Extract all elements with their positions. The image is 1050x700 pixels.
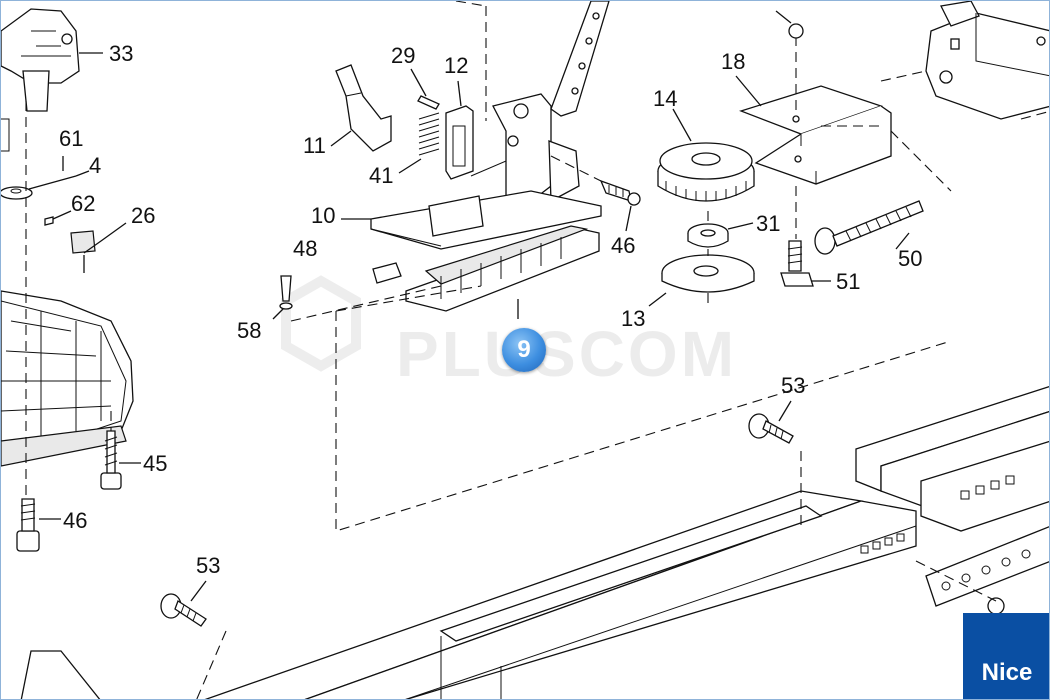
callout-33: 33	[109, 41, 133, 66]
callout-29: 29	[391, 43, 415, 68]
callout-13: 13	[621, 306, 645, 331]
callout-10: 10	[311, 203, 335, 228]
callout-4: 4	[89, 153, 101, 178]
bolt-50	[814, 200, 924, 255]
gear-stack	[648, 108, 755, 307]
callout-51: 51	[836, 269, 860, 294]
rail-assembly	[20, 385, 1049, 699]
bolt-51	[780, 186, 831, 287]
callout-labels: 33 61 4 62 26 29 12 11 41 10 48 58 46 14…	[59, 41, 922, 578]
watermark: PLUSCOM	[281, 275, 737, 390]
part-9-hotspot-button[interactable]: 9	[502, 328, 546, 372]
callout-12: 12	[444, 53, 468, 78]
screw-53-lower	[160, 580, 227, 699]
callout-62: 62	[71, 191, 95, 216]
carriage-assembly	[272, 64, 952, 532]
top-arm	[455, 1, 610, 121]
callout-48: 48	[293, 236, 317, 261]
callout-18: 18	[721, 49, 745, 74]
callout-45: 45	[143, 451, 167, 476]
callout-14: 14	[653, 86, 677, 111]
motor-housing	[1, 8, 134, 467]
callout-31: 31	[756, 211, 780, 236]
screw-53-upper	[748, 400, 802, 531]
callout-53-upper: 53	[781, 373, 805, 398]
callout-53-lower: 53	[196, 553, 220, 578]
callout-41: 41	[369, 163, 393, 188]
watermark-text: PLUSCOM	[396, 318, 737, 390]
callout-61: 61	[59, 126, 83, 151]
callout-11: 11	[303, 133, 326, 158]
callout-50: 50	[898, 246, 922, 271]
callout-58: 58	[237, 318, 261, 343]
plate-18	[735, 10, 952, 192]
left-small-parts	[1, 52, 141, 552]
brand-logo: Nice	[963, 613, 1049, 699]
callout-46-upper: 46	[611, 233, 635, 258]
callout-46-lower: 46	[63, 508, 87, 533]
top-bracket	[880, 1, 1049, 120]
callout-26: 26	[131, 203, 155, 228]
